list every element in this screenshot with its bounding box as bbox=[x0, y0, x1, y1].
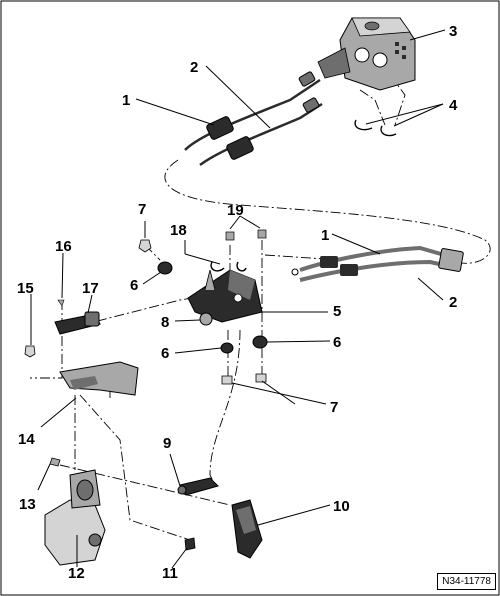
clip-part-11 bbox=[184, 537, 196, 551]
nut-part-8 bbox=[199, 312, 213, 326]
figure-reference-code: N34-11778 bbox=[437, 573, 496, 590]
callout-1-upper: 1 bbox=[122, 92, 130, 109]
callout-6-right: 6 bbox=[333, 334, 341, 351]
callout-labels: 1 2 3 4 1 2 5 6 6 6 7 7 8 9 10 11 12 13 … bbox=[17, 23, 458, 582]
washer-part-16 bbox=[57, 299, 65, 307]
selector-lever-part-14 bbox=[59, 361, 139, 396]
selector-housing-part-3 bbox=[317, 17, 416, 91]
callout-19: 19 bbox=[227, 202, 244, 219]
callout-7-upper: 7 bbox=[138, 201, 146, 218]
callout-16: 16 bbox=[55, 238, 72, 255]
pin-part-13 bbox=[49, 457, 61, 467]
callout-2-upper: 2 bbox=[190, 59, 198, 76]
cable-end-part-17 bbox=[54, 311, 101, 335]
circlip-part-18 bbox=[210, 261, 247, 272]
callout-13: 13 bbox=[19, 496, 36, 513]
fasteners-part-7 bbox=[138, 239, 267, 385]
callout-4: 4 bbox=[449, 97, 458, 114]
callout-14: 14 bbox=[18, 431, 35, 448]
callout-18: 18 bbox=[170, 222, 187, 239]
lower-cable-ends bbox=[291, 245, 464, 282]
callout-9: 9 bbox=[163, 435, 171, 452]
callout-17: 17 bbox=[82, 280, 99, 297]
callout-6-middle: 6 bbox=[161, 345, 169, 362]
callout-2-lower: 2 bbox=[449, 294, 457, 311]
callout-5: 5 bbox=[333, 303, 341, 320]
leader-lines bbox=[30, 29, 446, 569]
callout-1-lower: 1 bbox=[321, 227, 329, 244]
callout-6-left: 6 bbox=[130, 277, 138, 294]
callout-7-lower: 7 bbox=[330, 399, 338, 416]
relay-lever-part-10 bbox=[231, 499, 263, 559]
gearbox-housing-part-12 bbox=[44, 469, 106, 566]
upper-cable-ends bbox=[184, 71, 323, 167]
cable-bracket-part-5 bbox=[187, 269, 263, 323]
nut-part-15 bbox=[24, 345, 36, 358]
rubber-bushes-part-6 bbox=[157, 261, 268, 354]
callout-12: 12 bbox=[68, 565, 85, 582]
cable-end-part-9 bbox=[177, 477, 219, 496]
callout-11: 11 bbox=[162, 565, 178, 582]
callout-10: 10 bbox=[333, 498, 350, 515]
retaining-clips-part-4 bbox=[354, 119, 397, 137]
callout-8: 8 bbox=[161, 314, 169, 331]
callout-3: 3 bbox=[449, 23, 457, 40]
bolts-part-19 bbox=[225, 229, 267, 241]
callout-15: 15 bbox=[17, 280, 34, 297]
